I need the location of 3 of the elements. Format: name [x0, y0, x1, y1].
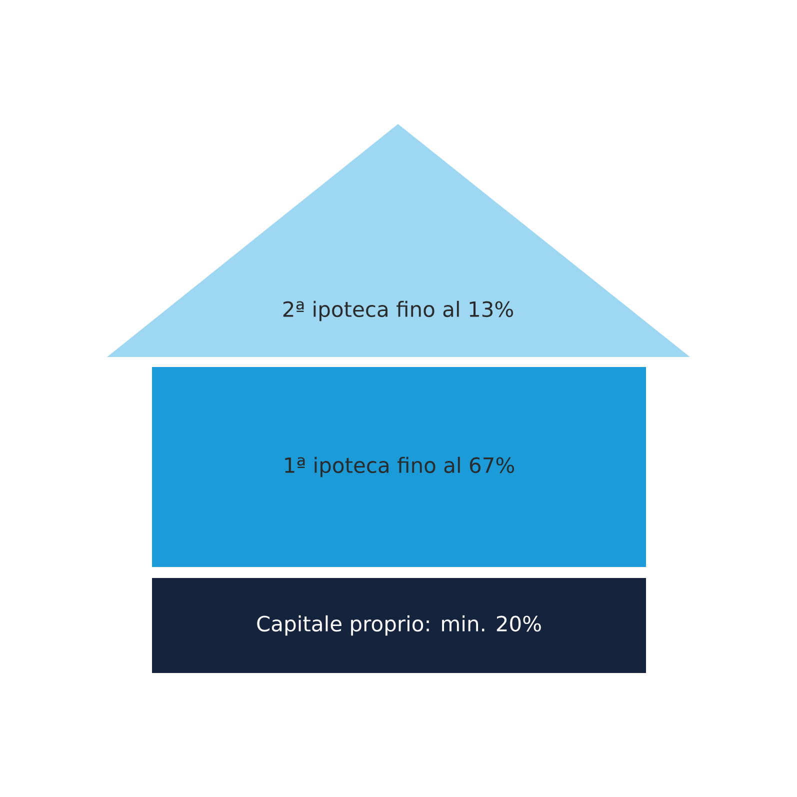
block: 1ª ipoteca fino al 67%	[152, 367, 646, 567]
roof-triangle: 2ª ipoteca fino al 13%	[107, 124, 690, 357]
block: Capitale proprio: min. 20%	[152, 578, 646, 673]
